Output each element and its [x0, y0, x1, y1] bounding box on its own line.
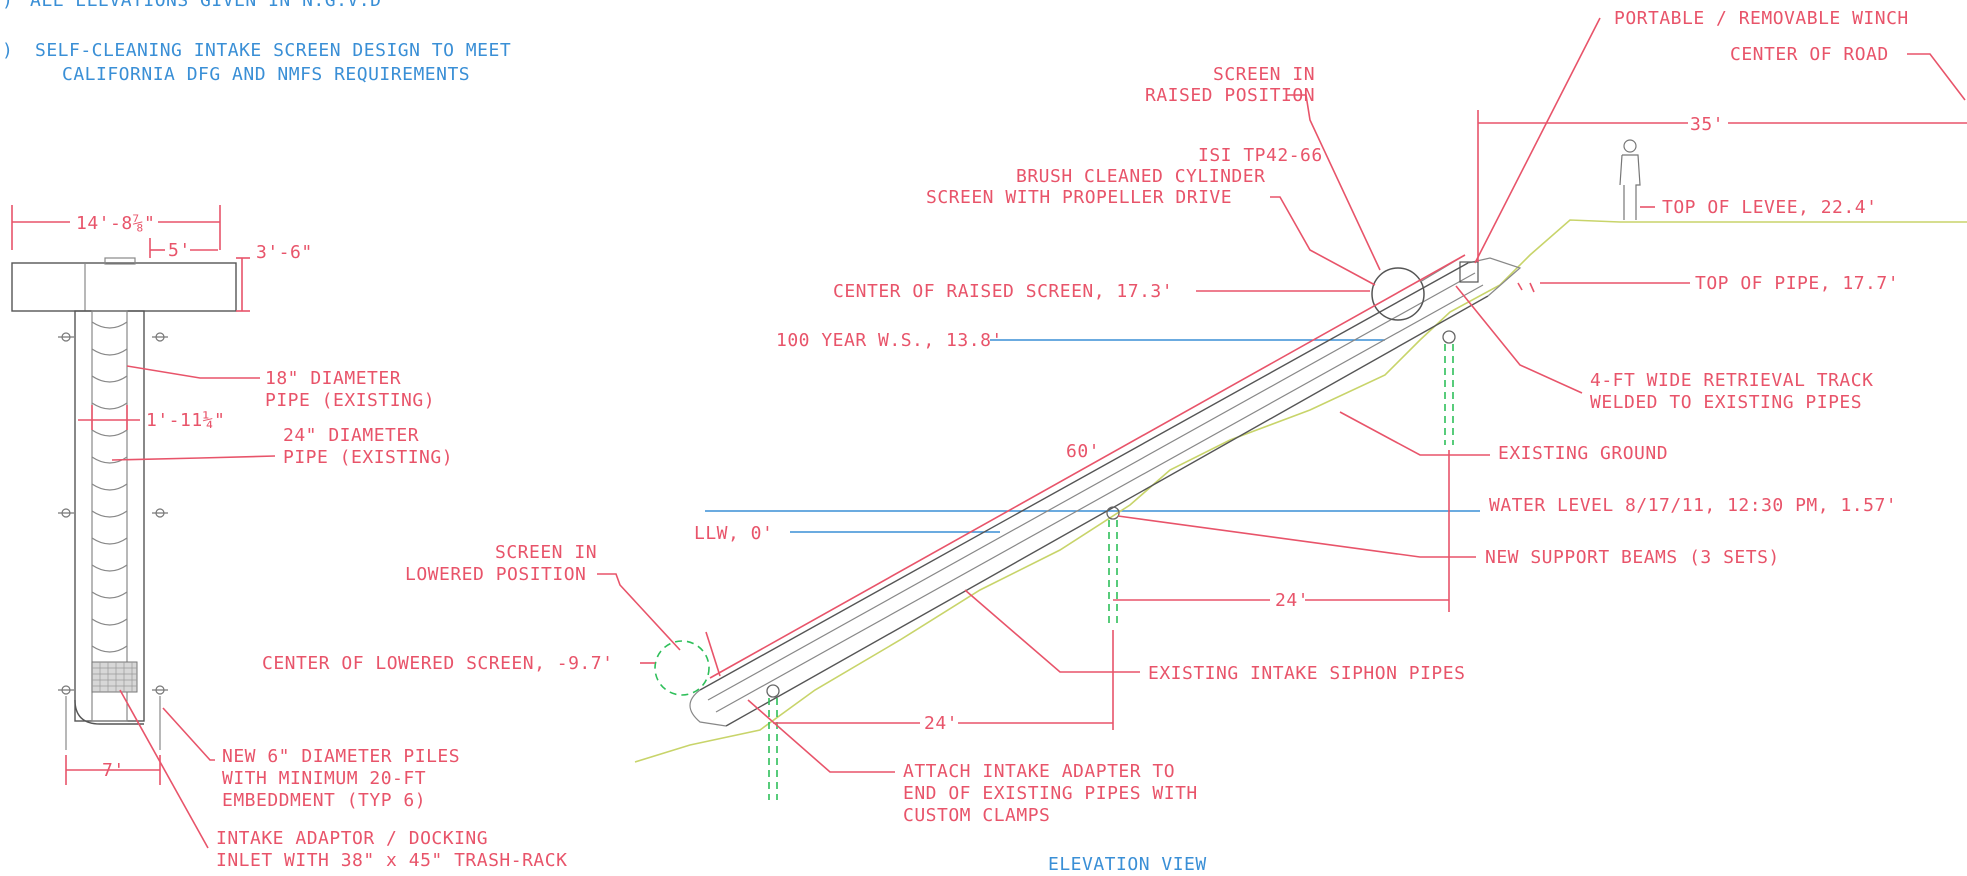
attach-label-line2: END OF EXISTING PIPES WITH — [903, 783, 1198, 804]
top-pipe-label: TOP OF PIPE, 17.7' — [1695, 273, 1899, 294]
dim-24ft-upper: 24' — [1275, 590, 1309, 611]
dim-24ft-lower: 24' — [924, 713, 958, 734]
raised-screen — [1371, 267, 1425, 321]
note-2-line2: CALIFORNIA DFG AND NMFS REQUIREMENTS — [62, 64, 470, 85]
siphon-label: EXISTING INTAKE SIPHON PIPES — [1148, 663, 1465, 684]
plan-platform — [11, 262, 237, 312]
track-label-line1: 4-FT WIDE RETRIEVAL TRACK — [1590, 370, 1873, 391]
trash-rack — [91, 661, 138, 693]
lowered-screen — [654, 640, 710, 696]
note-2-number: ) — [2, 40, 13, 61]
pipe18-label-line1: 18" DIAMETER — [265, 368, 401, 389]
elevation-view-title: ELEVATION VIEW — [1048, 854, 1207, 875]
dim-60ft: 60' — [1066, 441, 1100, 462]
piles-label-line2: WITH MINIMUM 20-FT — [222, 768, 426, 789]
support-beams — [766, 330, 1456, 800]
dim-35ft: 35' — [1690, 114, 1724, 135]
note-1-text: ALL ELEVATIONS GIVEN IN N.G.V.D — [30, 0, 381, 11]
center-lowered-label: CENTER OF LOWERED SCREEN, -9.7' — [262, 653, 613, 674]
dim-3ft-6in: 3'-6" — [256, 242, 313, 263]
isi-label-line2: BRUSH CLEANED CYLINDER — [1016, 166, 1265, 187]
existing-ground-line — [634, 219, 1967, 763]
screen-lowered-label-line2: LOWERED POSITION — [405, 564, 586, 585]
center-road-label: CENTER OF ROAD — [1730, 44, 1889, 65]
center-raised-label: CENTER OF RAISED SCREEN, 17.3' — [833, 281, 1173, 302]
piles-label-line3: EMBEDDMENT (TYP 6) — [222, 790, 426, 811]
dim-plan-width: 14'-8⅞" — [76, 213, 155, 234]
attach-label-line1: ATTACH INTAKE ADAPTER TO — [903, 761, 1175, 782]
adaptor-label-line1: INTAKE ADAPTOR / DOCKING — [216, 828, 488, 849]
pipe-rungs — [91, 321, 128, 653]
elevation-view: 60' 35' 24' 24' PORTABLE / REMOVABLE WIN… — [262, 8, 1967, 875]
pipe24-label-line2: PIPE (EXISTING) — [283, 447, 453, 468]
attach-label-line3: CUSTOM CLAMPS — [903, 805, 1050, 826]
person-figure — [1619, 139, 1641, 220]
dim-1ft-11in: 1'-11¼" — [146, 410, 225, 431]
screen-lowered-label-line1: SCREEN IN — [495, 542, 597, 563]
pipe18-label-line2: PIPE (EXISTING) — [265, 390, 435, 411]
siphon-pipes — [689, 257, 1522, 727]
screen-raised-label-line2: RAISED POSITION — [1145, 85, 1315, 106]
note-2-line1: SELF-CLEANING INTAKE SCREEN DESIGN TO ME… — [35, 40, 511, 61]
top-levee-label: TOP OF LEVEE, 22.4' — [1662, 197, 1877, 218]
pipe24-label-line1: 24" DIAMETER — [283, 425, 419, 446]
winch-label: PORTABLE / REMOVABLE WINCH — [1614, 8, 1909, 29]
isi-label-line1: ISI TP42-66 — [1198, 145, 1323, 166]
screen-raised-label-line1: SCREEN IN — [1213, 64, 1315, 85]
pile-clamps — [58, 332, 168, 695]
plan-pipe-column — [74, 310, 145, 722]
water-level-label: WATER LEVEL 8/17/11, 12:30 PM, 1.57' — [1489, 495, 1897, 516]
existing-ground-label: EXISTING GROUND — [1498, 443, 1668, 464]
plan-view: 14'-8⅞" 5' 3'-6" 1'-11¼" 7' 18" DIAMETER… — [11, 205, 567, 871]
dim-5ft: 5' — [168, 240, 191, 261]
llw-label: LLW, 0' — [694, 523, 773, 544]
support-beams-label: NEW SUPPORT BEAMS (3 SETS) — [1485, 547, 1780, 568]
note-1-number: ) — [2, 0, 13, 11]
w100-label: 100 YEAR W.S., 13.8' — [776, 330, 1003, 351]
dim-7ft: 7' — [102, 760, 125, 781]
isi-label-line3: SCREEN WITH PROPELLER DRIVE — [926, 187, 1232, 208]
adaptor-label-line2: INLET WITH 38" x 45" TRASH-RACK — [216, 850, 567, 871]
winch — [1459, 261, 1479, 283]
track-label-line2: WELDED TO EXISTING PIPES — [1590, 392, 1862, 413]
piles-label-line1: NEW 6" DIAMETER PILES — [222, 746, 460, 767]
general-notes: ) ALL ELEVATIONS GIVEN IN N.G.V.D ) SELF… — [2, 0, 511, 85]
